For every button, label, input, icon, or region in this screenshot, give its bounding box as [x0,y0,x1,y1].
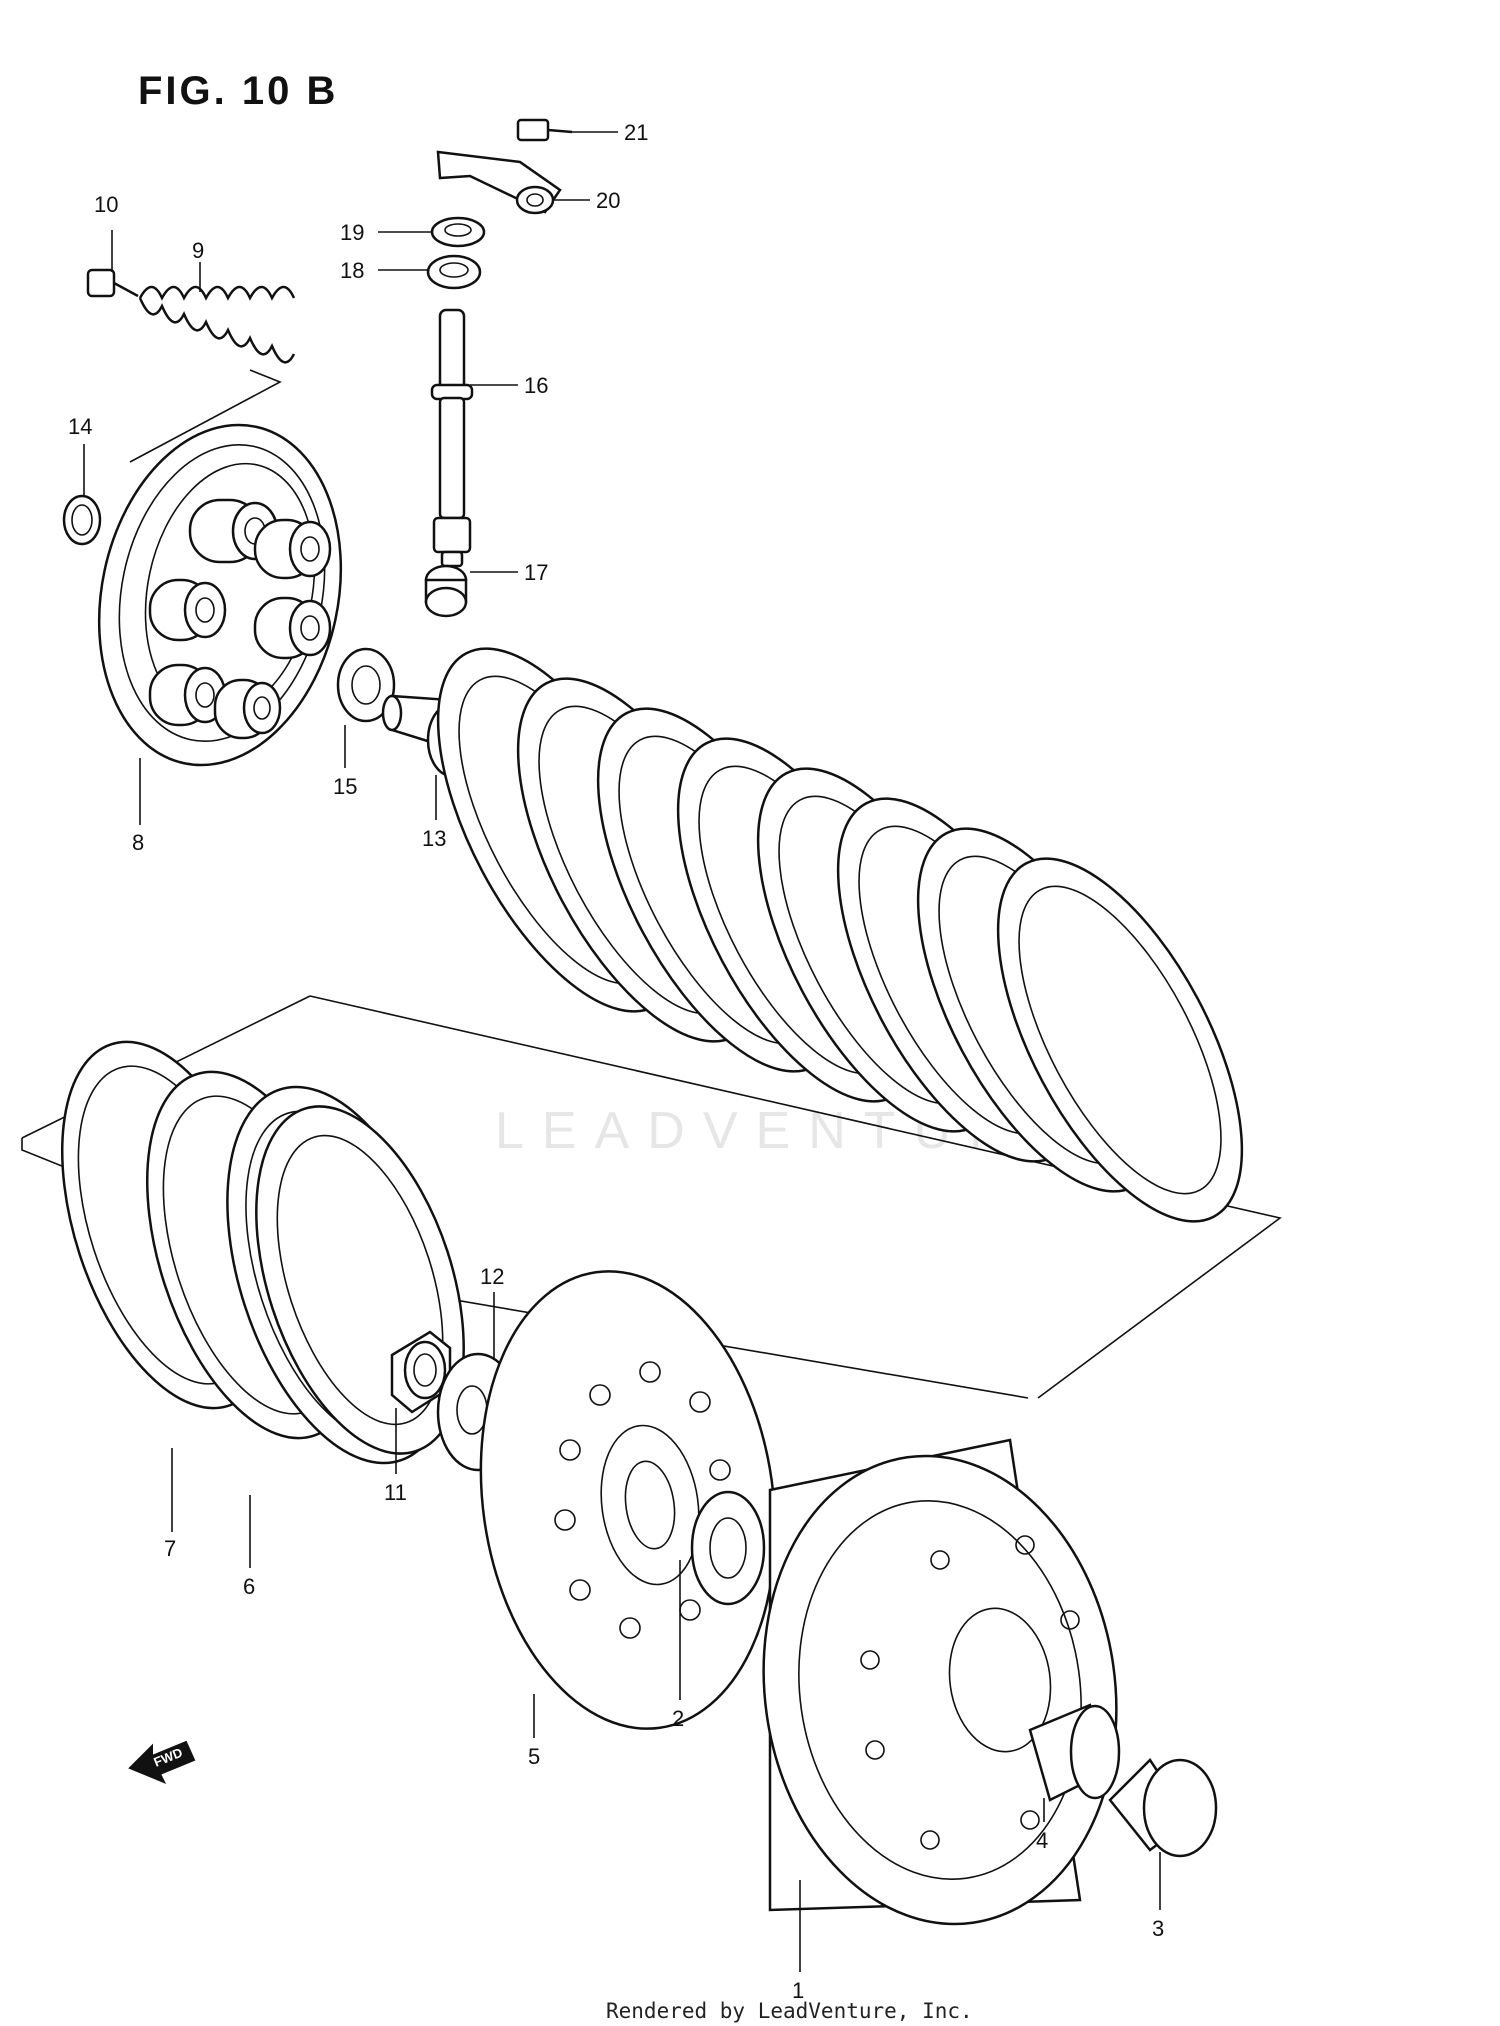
bearing-part-17[interactable] [424,564,468,618]
release-shaft-part-16[interactable] [430,308,474,568]
callout-7: 7 [164,1536,176,1561]
callout-19: 19 [340,220,364,245]
release-arm-bolt-part-21[interactable] [516,118,573,142]
callout-5: 5 [528,1744,540,1769]
callout-14: 14 [68,414,92,439]
spring-boss-3 [148,578,227,642]
callout-1: 1 [792,1978,804,2003]
callout-3: 3 [1152,1916,1164,1941]
spring-boss-4 [253,596,332,660]
footer-credit: Rendered by LeadVenture, Inc. [606,1999,973,2023]
clutch-sleeve-hub-part-5[interactable] [452,1252,803,1748]
clutch-spring-part-9[interactable] [138,285,296,364]
thrust-washer-part-2[interactable] [690,1490,766,1606]
callout-6: 6 [243,1574,255,1599]
spring-bracket-line [129,369,282,463]
callout-13: 13 [422,826,446,851]
spring-bolt-part-10[interactable] [86,268,139,298]
bearing-part-18[interactable] [426,254,482,290]
release-arm-part-20[interactable] [436,150,562,215]
oil-seal-part-19[interactable] [430,216,486,248]
callout-2: 2 [672,1706,684,1731]
friction-plate-8[interactable] [948,822,1291,1258]
callout-18: 18 [340,258,364,283]
figure-title: FIG. 10 B [138,69,338,113]
circlip-part-14[interactable] [62,494,102,546]
callout-9: 9 [192,238,204,263]
callout-8: 8 [132,830,144,855]
callout-15: 15 [333,774,357,799]
callout-17: 17 [524,560,548,585]
leader-lines [83,131,1161,1972]
callout-12: 12 [480,1264,504,1289]
spring-boss-2 [253,518,332,580]
callout-21: 21 [624,120,648,145]
needle-bearing-part-4[interactable] [1028,1703,1121,1802]
callout-20: 20 [596,188,620,213]
spring-boss-6 [213,678,282,740]
spring-boss-5 [148,663,227,727]
spacer-part-3[interactable] [1108,1758,1218,1858]
callout-16: 16 [524,373,548,398]
forward-direction-arrow: FWD [128,1740,196,1784]
callout-labels: 10 9 14 8 15 13 16 17 19 18 20 21 7 6 11… [68,120,1164,2003]
callout-11: 11 [384,1480,407,1505]
clutch-housing-part-1[interactable] [734,1433,1146,1947]
callout-4: 4 [1036,1828,1048,1853]
callout-10: 10 [94,192,118,217]
pressure-plate-part-8[interactable] [69,402,371,788]
clutch-plate-stack [21,647,1291,1399]
bearing-part-15[interactable] [336,647,396,723]
